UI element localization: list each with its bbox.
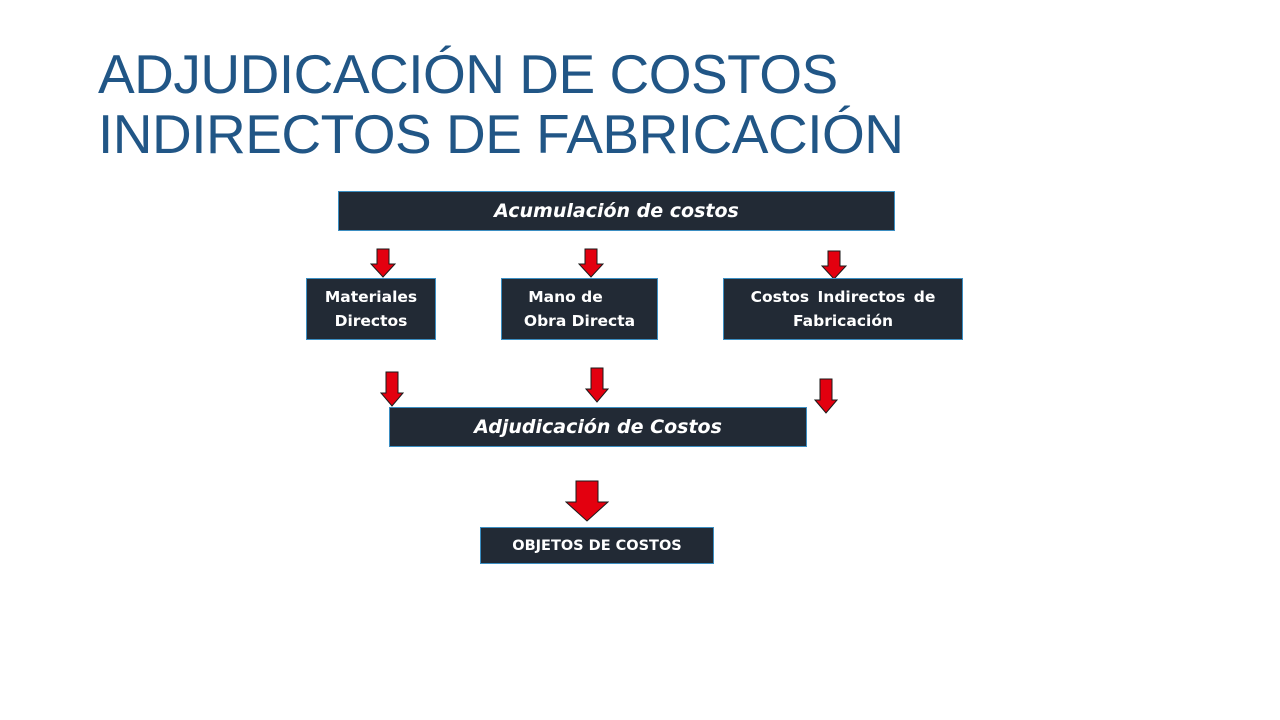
component-label-line-1: Mano de: [528, 288, 603, 306]
component-label-line-2: Fabricación: [792, 312, 894, 330]
down-arrow-icon: [370, 248, 396, 278]
cost-objects-box: OBJETOS DE COSTOS: [480, 527, 714, 564]
component-box-overhead: Costos Indirectos de Fabricación: [723, 278, 963, 340]
page-title-line-1: ADJUDICACIÓN DE COSTOS: [98, 43, 838, 105]
component-label-line-1: Materiales: [324, 288, 418, 306]
down-arrow-icon: [821, 250, 847, 280]
allocation-box: Adjudicación de Costos: [389, 407, 807, 447]
component-box-direct-materials: Materiales Directos: [306, 278, 436, 340]
page-title: ADJUDICACIÓN DE COSTOS INDIRECTOS DE FAB…: [98, 44, 1198, 164]
component-label-line-2: Directos: [334, 312, 408, 330]
cost-objects-label: OBJETOS DE COSTOS: [512, 537, 682, 554]
down-arrow-icon: [814, 378, 838, 414]
accumulation-label: Acumulación de costos: [494, 200, 739, 222]
allocation-label: Adjudicación de Costos: [474, 416, 722, 438]
page-title-line-2: INDIRECTOS DE FABRICACIÓN: [98, 103, 904, 165]
down-arrow-icon: [565, 480, 609, 522]
down-arrow-icon: [585, 367, 609, 403]
component-label-line-2: Obra Directa: [523, 312, 636, 330]
down-arrow-icon: [380, 371, 404, 407]
down-arrow-icon: [578, 248, 604, 278]
accumulation-box: Acumulación de costos: [338, 191, 895, 231]
component-label-line-1: Costos Indirectos de: [750, 288, 936, 306]
component-box-direct-labor: Mano de Obra Directa: [501, 278, 658, 340]
